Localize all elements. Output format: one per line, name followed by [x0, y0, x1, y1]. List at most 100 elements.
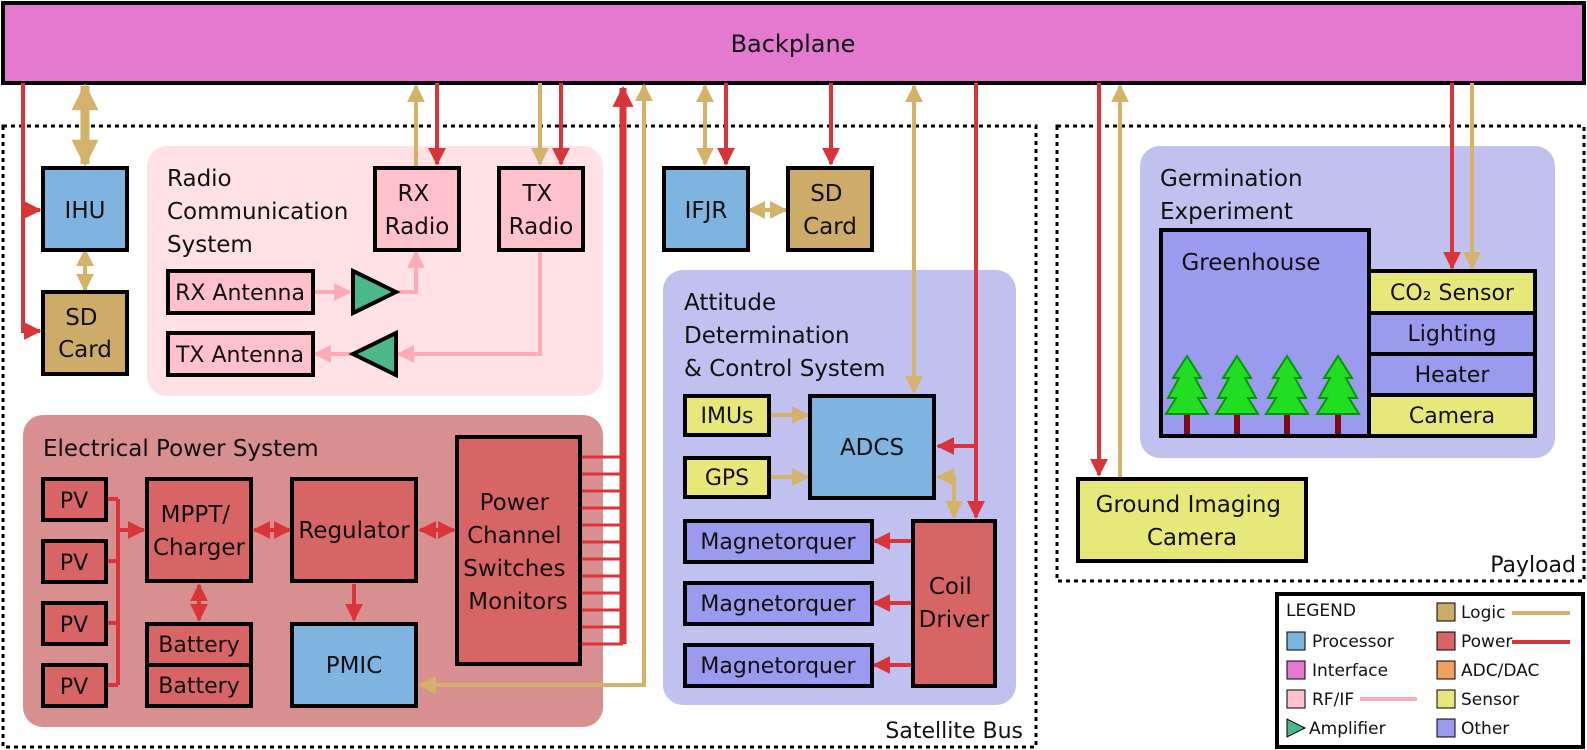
- ifjr-block: [662, 166, 750, 252]
- payload-region: [1055, 124, 1586, 583]
- logic-line-adcs-coil: [936, 468, 963, 519]
- plant-icon: [1315, 354, 1361, 434]
- mppt-charger-label: MPPT/ Charger: [153, 502, 246, 561]
- power-channel-block: [455, 435, 582, 666]
- ifjr-label: IFJR: [685, 198, 728, 224]
- germination-title: Germination Experiment: [1160, 166, 1310, 225]
- payload-label: Payload: [1490, 553, 1576, 578]
- legend-swatch-logic: [1436, 602, 1456, 622]
- legend-amplifier-icon: [1286, 718, 1307, 738]
- pv-2-label: PV: [60, 551, 88, 576]
- magnetorquer-3-block: [683, 643, 874, 688]
- magnetorquer-1-label: Magnetorquer: [700, 530, 856, 555]
- legend-label-rf-if: RF/IF: [1312, 690, 1354, 710]
- gps-block: [683, 456, 771, 499]
- satellite-bus-region: [1, 124, 1038, 749]
- gps-label: GPS: [705, 466, 749, 491]
- legend-label-adc-dac: ADC/DAC: [1461, 661, 1539, 681]
- power-line-ihu: [21, 83, 42, 219]
- pv-4-label: PV: [60, 675, 88, 700]
- rf-line-amp-rx-radio: [398, 250, 425, 294]
- co2-sensor-block: [1367, 269, 1537, 315]
- legend-swatch-power: [1436, 631, 1456, 651]
- rx-antenna-label: RX Antenna: [175, 281, 305, 306]
- camera-block: [1367, 393, 1537, 438]
- co2-sensor-label: CO₂ Sensor: [1390, 281, 1515, 306]
- legend-swatch-adc-dac: [1436, 660, 1456, 680]
- pv-1-block: [41, 477, 108, 522]
- ground-imaging-camera-block: [1076, 477, 1308, 563]
- adcs-block: [808, 394, 936, 500]
- pv-1-label: PV: [60, 489, 88, 514]
- plant-icon: [1214, 354, 1260, 434]
- sd-card-left-label: SD Card: [58, 305, 112, 363]
- pmic-label: PMIC: [326, 653, 383, 679]
- ihu-label: IHU: [65, 198, 106, 224]
- eps-title: Electrical Power System: [43, 436, 319, 462]
- legend-label-other: Other: [1461, 719, 1509, 739]
- rx-antenna-block: [166, 269, 315, 315]
- backplane: [1, 1, 1586, 85]
- legend-swatch-rf-if: [1286, 689, 1306, 709]
- imus-label: IMUs: [700, 404, 753, 429]
- heater-label: Heater: [1415, 363, 1491, 388]
- legend-label-power: Power: [1461, 632, 1512, 652]
- rx-amplifier-icon: [351, 267, 401, 317]
- lighting-label: Lighting: [1408, 322, 1497, 347]
- legend-label-interface: Interface: [1312, 661, 1388, 681]
- power-line-sd-left: [21, 210, 42, 340]
- tx-radio-label: TX Radio: [509, 181, 574, 240]
- plant-icon: [1164, 354, 1210, 434]
- adcs-label: ADCS: [840, 435, 904, 461]
- tx-antenna-block: [166, 331, 315, 377]
- tx-amplifier-icon: [348, 329, 398, 379]
- battery-1-label: Battery: [158, 633, 239, 658]
- pv-3-label: PV: [60, 613, 88, 638]
- power-channel-label: Power Channel Switches Monitors: [463, 490, 573, 615]
- plant-icons: [1164, 354, 1361, 434]
- regulator-label: Regulator: [298, 518, 410, 544]
- rx-radio-label: RX Radio: [385, 181, 450, 240]
- sd-card-mid-label: SD Card: [803, 181, 857, 240]
- coil-driver-block: [911, 519, 997, 688]
- power-bus-pv: [108, 497, 144, 687]
- legend-title: LEGEND: [1286, 601, 1356, 621]
- pmic-block: [290, 622, 418, 708]
- legend: LEGEND Processor Interface RF/IF Amplifi…: [1275, 592, 1585, 749]
- plant-icon: [1264, 354, 1310, 434]
- tx-antenna-label: TX Antenna: [175, 343, 304, 368]
- camera-label: Camera: [1409, 404, 1495, 429]
- magnetorquer-2-label: Magnetorquer: [700, 592, 856, 617]
- tx-radio-block: [497, 166, 585, 252]
- pv-3-block: [41, 601, 108, 646]
- radio-title: Radio Communication System: [167, 166, 356, 258]
- magnetorquer-1-block: [683, 519, 874, 564]
- rx-radio-block: [373, 166, 461, 252]
- backplane-label: Backplane: [731, 30, 856, 58]
- logic-line-pmic: [418, 83, 653, 694]
- legend-label-amplifier: Amplifier: [1309, 719, 1386, 739]
- magnetorquer-2-block: [683, 581, 874, 626]
- ihu-block: [41, 166, 129, 252]
- legend-box: [1275, 592, 1585, 749]
- greenhouse-label: Greenhouse: [1181, 250, 1320, 276]
- pv-2-block: [41, 539, 108, 584]
- imus-block: [683, 394, 771, 437]
- sd-card-mid-block: [786, 166, 874, 252]
- mppt-charger-block: [145, 477, 253, 583]
- legend-swatch-interface: [1286, 660, 1306, 680]
- coil-driver-label: Coil Driver: [919, 574, 990, 633]
- battery-2-label: Battery: [158, 674, 239, 699]
- sd-card-left-block: [41, 290, 129, 376]
- ground-imaging-camera-label: Ground Imaging Camera: [1096, 492, 1289, 551]
- legend-label-logic: Logic: [1461, 603, 1505, 623]
- legend-swatch-processor: [1286, 631, 1306, 651]
- satellite-bus-label: Satellite Bus: [885, 719, 1023, 744]
- legend-swatch-sensor: [1436, 689, 1456, 709]
- battery-1-block: [145, 622, 253, 667]
- battery-2-block: [145, 663, 253, 708]
- pv-4-block: [41, 663, 108, 708]
- adcs-title: Attitude Determination & Control System: [684, 290, 885, 382]
- legend-label-sensor: Sensor: [1461, 690, 1519, 710]
